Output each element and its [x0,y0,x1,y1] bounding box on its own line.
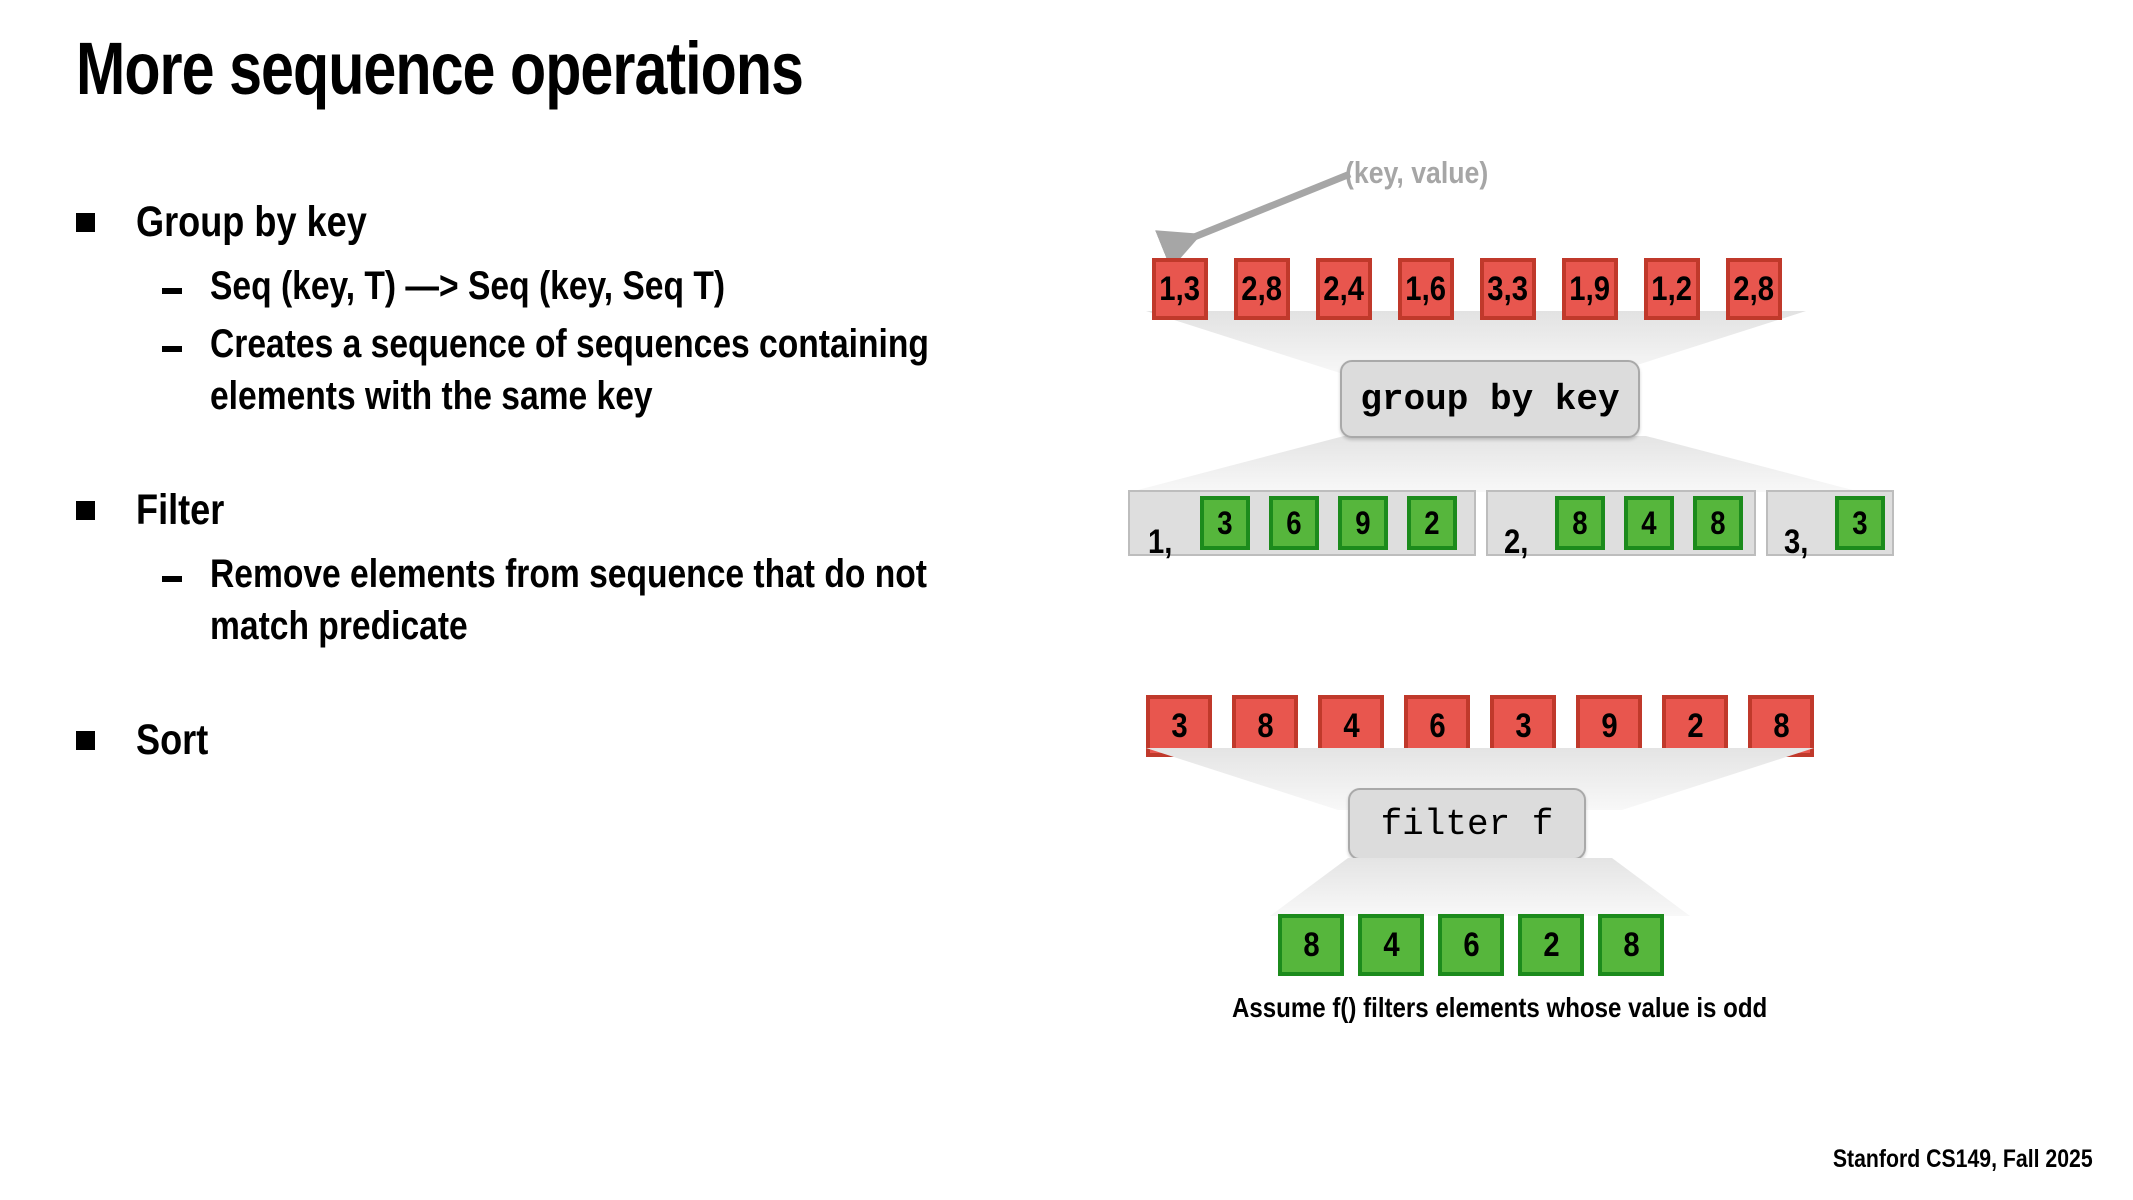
key-value-label: (key, value) [1345,155,1489,190]
group-key-label: 2, [1504,523,1529,561]
sub-bullet-label: Creates a sequence of sequences containi… [210,321,929,418]
bullet-label: Group by key [136,198,367,246]
filter-input-cell: 9 [1576,695,1642,757]
bullet-label: Sort [136,715,209,764]
funnel-filter-out [1270,858,1690,916]
groupby-input-cell: 1,3 [1152,258,1208,320]
bullet-list: Group by key Seq (key, T) —> Seq (key, S… [76,196,1096,777]
groupby-input-cell: 1,2 [1644,258,1700,320]
group1-value-cell: 6 [1269,496,1319,550]
group1-value-cell: 3 [1200,496,1250,550]
op-box-filter-f[interactable]: filter f [1348,788,1586,860]
group1-value-cell: 2 [1407,496,1457,550]
op-box-group-by-key[interactable]: group by key [1340,360,1640,438]
group1-value-cell: 9 [1338,496,1388,550]
key-value-arrow-icon [1155,170,1352,270]
funnel-groupby-in [1146,311,1806,373]
bullet-label: Filter [136,485,225,534]
groupby-input-cell: 3,3 [1480,258,1536,320]
sub-bullet-label: Remove elements from sequence that do no… [210,551,927,648]
groupby-input-cell: 2,4 [1316,258,1372,320]
bullet-group-by-key: Group by key [76,196,1096,250]
square-bullet-icon [76,730,95,750]
funnel-groupby-out [1130,436,1860,492]
bullet-filter: Filter [76,484,1096,538]
filter-output-cell: 8 [1278,914,1344,976]
filter-input-cell: 2 [1662,695,1728,757]
group2-value-cell: 4 [1624,496,1674,550]
bullet-sort: Sort [76,714,1096,768]
groupby-input-cell: 2,8 [1234,258,1290,320]
sequence-operations-diagram: (key, value) 1,3 2,8 2,4 1,6 3,3 1,9 [1128,0,2133,1200]
filter-caption: Assume f() filters elements whose value … [1232,992,1768,1023]
sub-bullet-label: Seq (key, T) —> Seq (key, Seq T) [210,263,726,308]
slide-footer: Stanford CS149, Fall 2025 [1833,1145,2093,1173]
filter-output-cell: 6 [1438,914,1504,976]
sub-bullet-remove-elements: Remove elements from sequence that do no… [162,548,1096,652]
square-bullet-icon [76,500,95,520]
group-key-label: 1, [1148,523,1173,561]
dash-bullet-icon [162,345,182,352]
group3-value-cell: 3 [1835,496,1885,550]
sub-bullet-seq-signature: Seq (key, T) —> Seq (key, Seq T) [162,260,1096,312]
group2-value-cell: 8 [1555,496,1605,550]
funnel-filter-in [1146,748,1814,810]
dash-bullet-icon [162,287,182,294]
group-key-label: 3, [1784,523,1809,561]
group2-value-cell: 8 [1693,496,1743,550]
dash-bullet-icon [162,575,182,582]
groupby-input-cell: 2,8 [1726,258,1782,320]
sub-bullet-creates-sequence: Creates a sequence of sequences containi… [162,318,1096,422]
filter-output-cell: 4 [1358,914,1424,976]
filter-output-cell: 8 [1598,914,1664,976]
spacer [76,658,1096,714]
filter-output-cell: 2 [1518,914,1584,976]
groupby-input-cell: 1,9 [1562,258,1618,320]
groupby-input-cell: 1,6 [1398,258,1454,320]
filter-input-cell: 3 [1490,695,1556,757]
spacer [76,428,1096,484]
page-title: More sequence operations [76,27,804,110]
square-bullet-icon [76,213,95,232]
filter-input-cell: 3 [1146,695,1212,757]
